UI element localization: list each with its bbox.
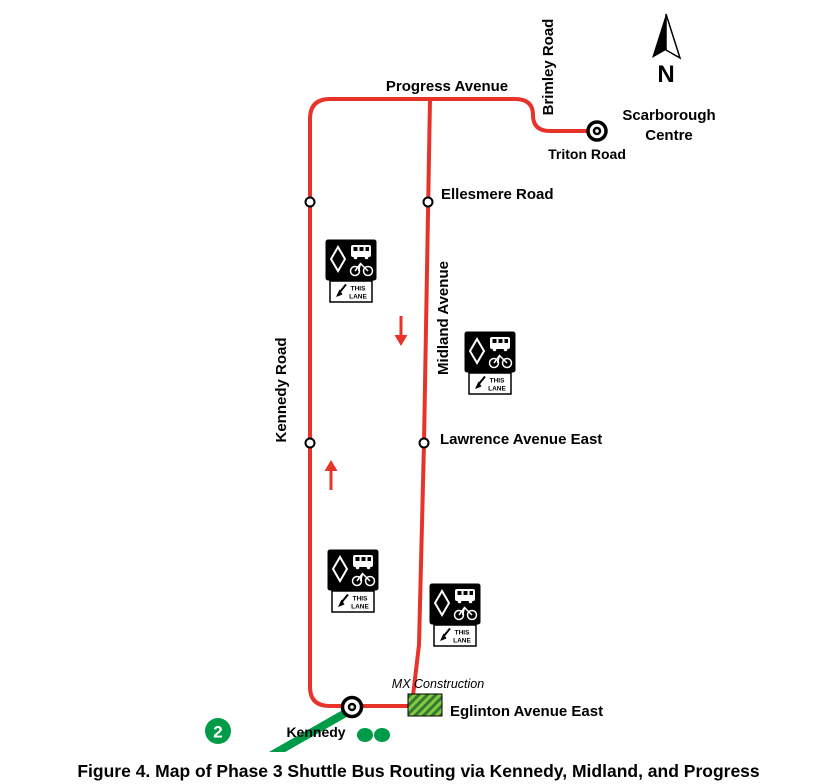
line2-badge: 2 (205, 718, 231, 744)
triton-road-label: Triton Road (548, 146, 626, 162)
route-map-svg: THIS LANE 2 (205, 13, 716, 764)
southbound-arrow-icon (394, 316, 408, 346)
line2-subway-line (259, 707, 353, 764)
kennedy-bus-loop-icon (357, 728, 390, 742)
mx-construction-label: MX Construction (392, 677, 484, 691)
intersection-dot-midland-lawrence (418, 437, 430, 449)
route-midland-path (410, 98, 432, 705)
north-compass-icon: N (652, 13, 682, 88)
hov-lane-sign-midland-north (463, 330, 517, 395)
eglinton-avenue-east-label: Eglinton Avenue East (450, 703, 603, 720)
intersection-dot-midland-ellesmere (422, 196, 434, 208)
scarborough-centre-station-icon (586, 120, 608, 142)
midland-avenue-label: Midland Avenue (435, 261, 452, 375)
intersection-dot-kennedy-lawrence (304, 437, 316, 449)
intersection-dot-kennedy-ellesmere (304, 196, 316, 208)
hov-lane-sign-kennedy-north (324, 238, 378, 303)
hov-lane-sign-kennedy-south (326, 548, 380, 613)
figure-caption: Figure 4. Map of Phase 3 Shuttle Bus Rou… (77, 761, 760, 781)
construction-zone-marker (407, 693, 443, 717)
kennedy-station-label: Kennedy (286, 724, 345, 740)
svg-text:2: 2 (213, 723, 222, 742)
route-kennedy-progress-path (308, 97, 593, 708)
ellesmere-road-label: Ellesmere Road (441, 186, 554, 203)
hov-lane-sign-midland-south (428, 582, 482, 647)
scarborough-centre-label-line2: Centre (645, 127, 693, 144)
brimley-road-label: Brimley Road (540, 19, 557, 116)
progress-avenue-label: Progress Avenue (386, 78, 508, 95)
compass-north-label: N (657, 61, 674, 88)
kennedy-road-label: Kennedy Road (273, 337, 290, 442)
northbound-arrow-icon (324, 460, 338, 490)
kennedy-station-icon (340, 695, 364, 719)
lawrence-avenue-east-label: Lawrence Avenue East (440, 431, 602, 448)
scarborough-centre-label-line1: Scarborough (622, 107, 715, 124)
